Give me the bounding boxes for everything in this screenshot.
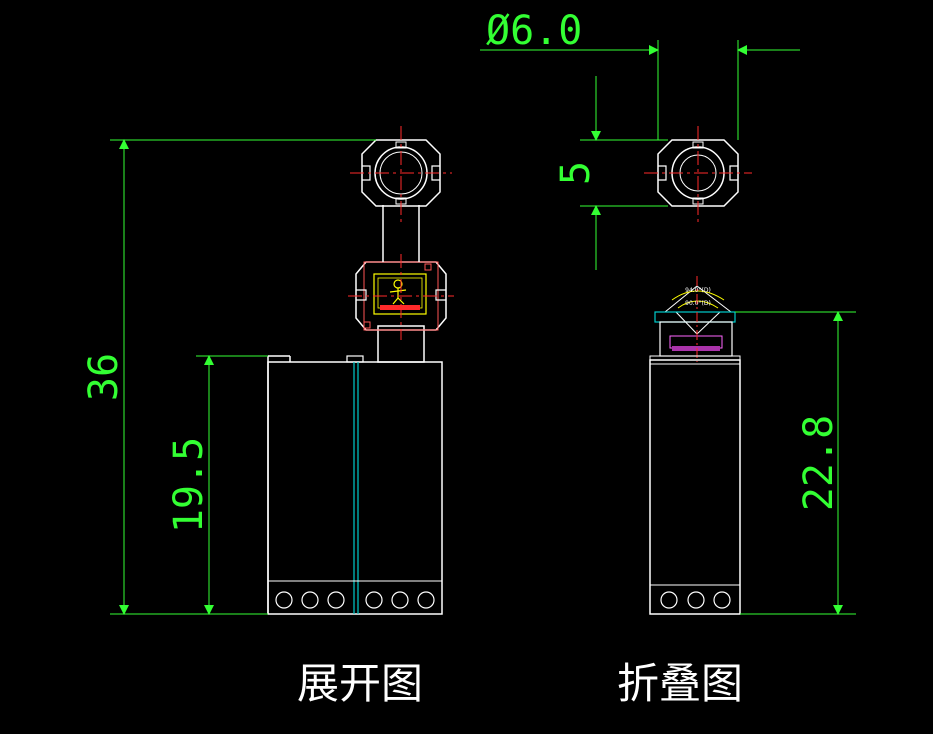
expanded-centerlines: [348, 126, 454, 340]
folded-body: [649, 359, 741, 615]
neck: [377, 325, 425, 363]
dim-total-height: 36: [81, 139, 376, 615]
dim-diameter-label: Ø6.0: [486, 8, 582, 54]
lens-angle-upper: 94.0°(D): [685, 287, 711, 294]
dim-folded-height: 22.8: [735, 311, 856, 615]
folded-holes: [660, 591, 731, 609]
folded-view-label: 折叠图: [617, 659, 743, 708]
expanded-holes: [275, 591, 435, 609]
camera-module: [355, 261, 447, 331]
folded-centerlines: [644, 126, 752, 222]
expanded-view: 36 19.5 展开图: [81, 126, 454, 708]
expanded-body: [267, 361, 443, 615]
dim-lower-height: 19.5: [166, 355, 268, 615]
dim-total-height-label: 36: [81, 353, 127, 401]
dim-head-height-label: 5: [553, 161, 599, 185]
expanded-view-label: 展开图: [297, 659, 423, 708]
lens-angle-lower: 90.0°(D): [685, 300, 711, 307]
dim-diameter: Ø6.0: [480, 8, 800, 140]
dim-head-height: 5: [553, 76, 668, 270]
lens-assembly: 94.0°(D) 90.0°(D): [654, 276, 736, 362]
dim-lower-height-label: 19.5: [166, 437, 212, 533]
folded-view: Ø6.0 5 94.0°(D) 90.0°(D): [480, 8, 856, 708]
dim-folded-height-label: 22.8: [796, 415, 842, 511]
figure-icon: [389, 279, 407, 305]
